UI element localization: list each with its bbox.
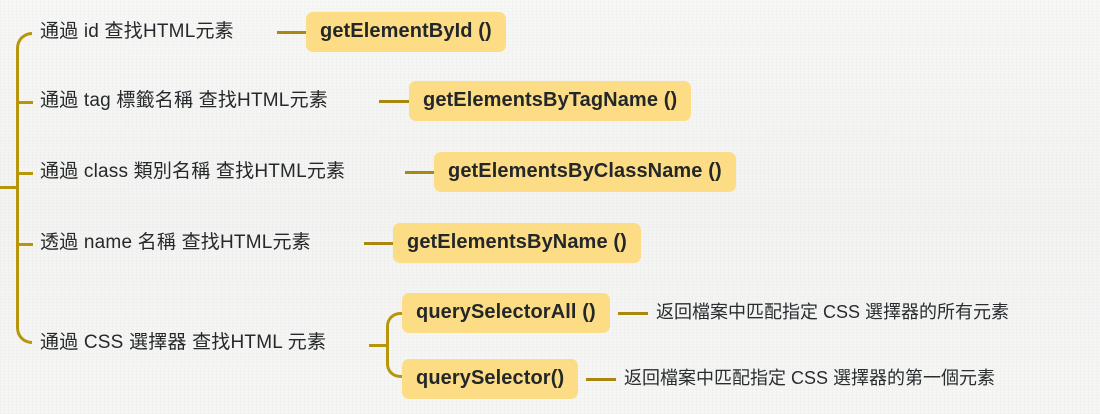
description-queryselectorall: 返回檔案中匹配指定 CSS 選擇器的所有元素 [656,302,1010,322]
method-pill-getelementbyid[interactable]: getElementById () [306,12,506,52]
method-pill-getelementsbyclassname[interactable]: getElementsByClassName () [434,152,736,192]
connector-name [364,242,394,245]
root-stub [0,186,18,189]
connector-id [277,31,307,34]
branch-label-tag: 通過 tag 標籤名稱 查找HTML元素 [40,90,328,111]
branch-label-id: 通過 id 查找HTML元素 [40,21,234,42]
connector-queryselectorall [618,312,648,315]
method-pill-queryselector[interactable]: querySelector() [402,359,579,399]
method-pill-getelementsbyname[interactable]: getElementsByName () [393,223,641,263]
css-sub-stub [369,344,388,347]
description-queryselector: 返回檔案中匹配指定 CSS 選擇器的第一個元素 [624,368,996,388]
connector-class [405,171,435,174]
method-pill-queryselectorall[interactable]: querySelectorAll () [402,293,610,333]
branch-label-class: 通過 class 類別名稱 查找HTML元素 [40,161,346,182]
connector-tag [379,100,409,103]
main-bracket-spine [16,32,32,344]
css-sub-bracket-down [386,343,404,378]
method-pill-getelementsbytagname[interactable]: getElementsByTagName () [409,81,692,121]
branch-stub-4 [17,243,33,246]
branch-stub-2 [17,101,33,104]
branch-label-name: 透過 name 名稱 查找HTML元素 [40,232,311,253]
branch-label-css-selector: 通過 CSS 選擇器 查找HTML 元素 [40,332,327,353]
css-sub-bracket-up [386,312,404,346]
branch-stub-3 [17,172,33,175]
connector-queryselector [586,378,616,381]
